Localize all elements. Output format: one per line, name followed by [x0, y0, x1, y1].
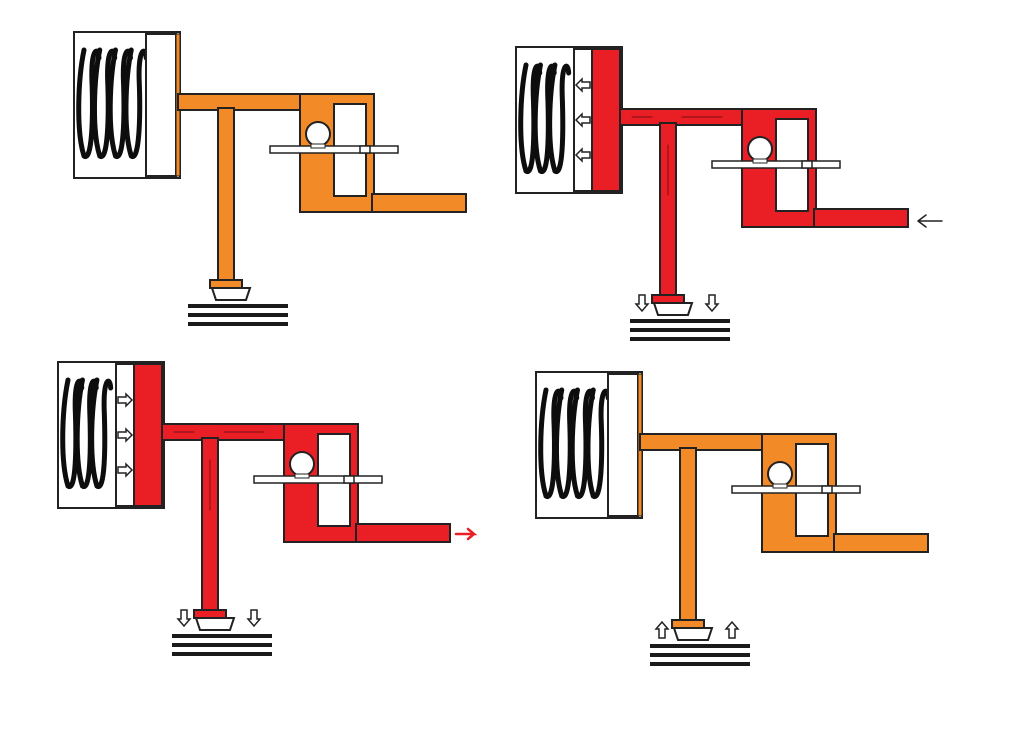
brake-pad-icon [188, 304, 288, 308]
caliper-piston [194, 617, 236, 631]
ball-valve-icon [289, 451, 315, 477]
brake-pad-icon [630, 319, 730, 323]
arrow-icon [634, 294, 650, 313]
port-line [355, 523, 451, 543]
flow-lines [631, 116, 723, 196]
panel-bottom-left [57, 361, 478, 656]
valve-stem [269, 145, 399, 154]
ball-valve-icon [305, 121, 331, 147]
outflow-arrow-icon [454, 527, 478, 541]
arrow-icon [117, 462, 134, 478]
arrow-icon [574, 112, 591, 128]
coil-spring-icon [60, 377, 114, 489]
inflow-arrow-icon [917, 214, 943, 228]
panel-top-left [73, 31, 467, 326]
coil-spring-icon [538, 387, 611, 499]
caliper-piston [672, 627, 714, 641]
ball-valve-icon [767, 461, 793, 487]
caliper-line [679, 447, 697, 623]
brake-pad-icon [650, 662, 750, 666]
caliper-head [671, 619, 705, 629]
valve-seat [821, 485, 833, 494]
brake-pad-icon [172, 643, 272, 647]
valve-ball-stem [752, 158, 768, 164]
port-line [833, 533, 929, 553]
arrow-icon [574, 147, 591, 163]
piston [607, 373, 639, 517]
valve-stem [253, 475, 383, 484]
caliper-line [217, 107, 235, 283]
caliper-piston [652, 302, 694, 316]
valve-seat [801, 160, 813, 169]
arrow-icon [704, 294, 720, 313]
caliper-head [651, 294, 685, 304]
brake-pad-icon [188, 313, 288, 317]
arrow-icon [117, 427, 134, 443]
panel-top-right [515, 46, 943, 341]
brake-pad-icon [188, 322, 288, 326]
ball-valve-icon [747, 136, 773, 162]
brake-pad-icon [630, 337, 730, 341]
arrow-icon [176, 609, 192, 628]
arrow-icon [574, 77, 591, 93]
brake-pad-icon [650, 653, 750, 657]
valve-stem [731, 485, 861, 494]
arrow-icon [117, 392, 134, 408]
panel-bottom-right [535, 371, 929, 666]
port-line [813, 208, 909, 228]
fluid-chamber [131, 363, 163, 507]
port-line [371, 193, 467, 213]
valve-ball-stem [294, 473, 310, 479]
valve-seat [343, 475, 355, 484]
coil-spring-icon [518, 62, 572, 174]
piston [145, 33, 177, 177]
arrow-icon [246, 609, 262, 628]
flow-lines [173, 431, 265, 511]
valve-ball-stem [772, 483, 788, 489]
brake-pad-icon [630, 328, 730, 332]
valve-ball-stem [310, 143, 326, 149]
valve-stem [711, 160, 841, 169]
coil-spring-icon [76, 47, 149, 159]
caliper-piston [210, 287, 252, 301]
arrow-icon [654, 620, 670, 639]
brake-pad-icon [650, 644, 750, 648]
caliper-head [209, 279, 243, 289]
fluid-chamber [589, 48, 621, 192]
brake-pad-icon [172, 634, 272, 638]
valve-seat [359, 145, 371, 154]
brake-pad-icon [172, 652, 272, 656]
caliper-head [193, 609, 227, 619]
arrow-icon [724, 620, 740, 639]
